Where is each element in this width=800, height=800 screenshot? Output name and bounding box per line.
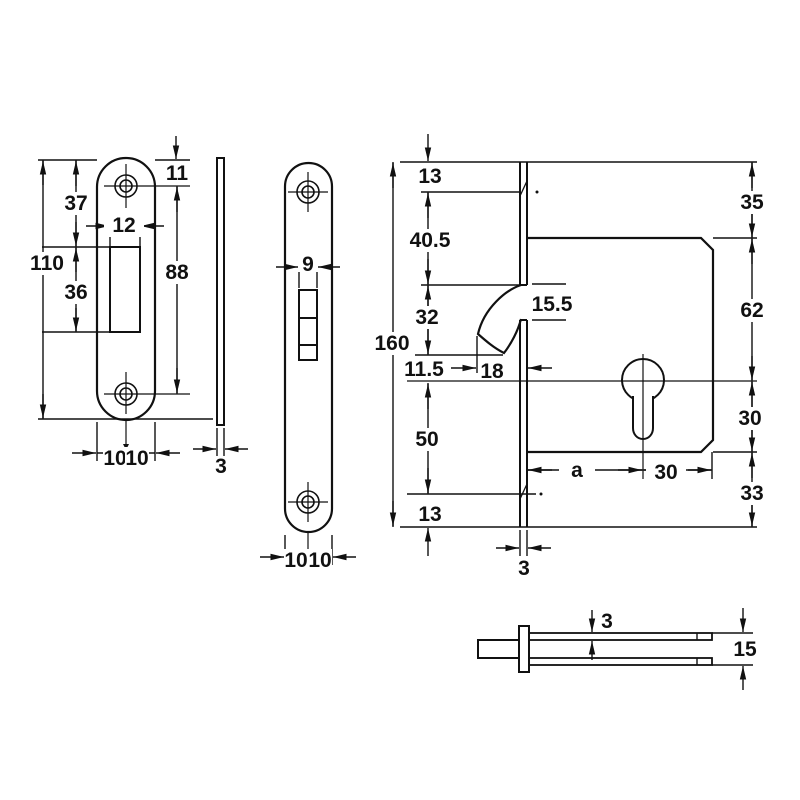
dim-33-label: 33 — [734, 482, 770, 505]
dim-10-left-label: 10 — [103, 447, 127, 470]
dim-110-label: 110 — [25, 252, 69, 275]
lock-body-outline — [527, 236, 715, 454]
dim-11-5-label: 11.5 — [404, 358, 444, 381]
dim-160-label: 160 — [370, 332, 414, 355]
lock-side-view — [477, 625, 713, 673]
dim-35-label: 35 — [734, 191, 770, 214]
dim-30-backset-label: 30 — [646, 461, 686, 484]
dim-11-label: 11 — [165, 162, 189, 185]
dim-3-strike-side-label: 3 — [215, 455, 227, 478]
faceplate-front-view — [283, 161, 334, 560]
dim-13-bottom-label: 13 — [418, 503, 442, 526]
dim-3-sideview-label: 3 — [601, 610, 613, 633]
dim-9-label: 9 — [302, 253, 314, 276]
dim-15-5-label: 15.5 — [531, 293, 573, 316]
lock-body-dimensions — [389, 134, 756, 556]
dim-15-sideview-label: 15 — [733, 638, 757, 661]
strike-plate-front-view — [95, 156, 190, 449]
dim-18-label: 18 — [480, 360, 504, 383]
dim-88-label: 88 — [159, 261, 195, 284]
lock-faceplate-edge-view — [519, 162, 528, 527]
hook-bolt — [476, 283, 523, 355]
dim-13-top-label: 13 — [418, 165, 442, 188]
dim-50-label: 50 — [409, 428, 445, 451]
dim-10-fp-left-label: 10 — [284, 549, 308, 572]
dim-37-label: 37 — [58, 192, 94, 215]
dim-10-fp-right-label: 10 — [308, 549, 332, 572]
lock-body-center-lines — [407, 354, 757, 479]
lock-side-view-dimensions — [588, 608, 753, 690]
dim-10-right-label: 10 — [125, 447, 149, 470]
dim-30-right-label: 30 — [732, 407, 768, 430]
dim-36-label: 36 — [58, 281, 94, 304]
dim-12-label: 12 — [104, 214, 144, 237]
lock-body-extension-lines — [400, 161, 757, 556]
dim-3-faceplate-label: 3 — [518, 557, 530, 580]
strike-plate-side-view — [193, 157, 248, 456]
dim-62-label: 62 — [734, 299, 770, 322]
dim-40-5-label: 40.5 — [404, 229, 456, 252]
dim-a-backset-label: a — [559, 459, 595, 482]
dim-32-label: 32 — [409, 306, 445, 329]
